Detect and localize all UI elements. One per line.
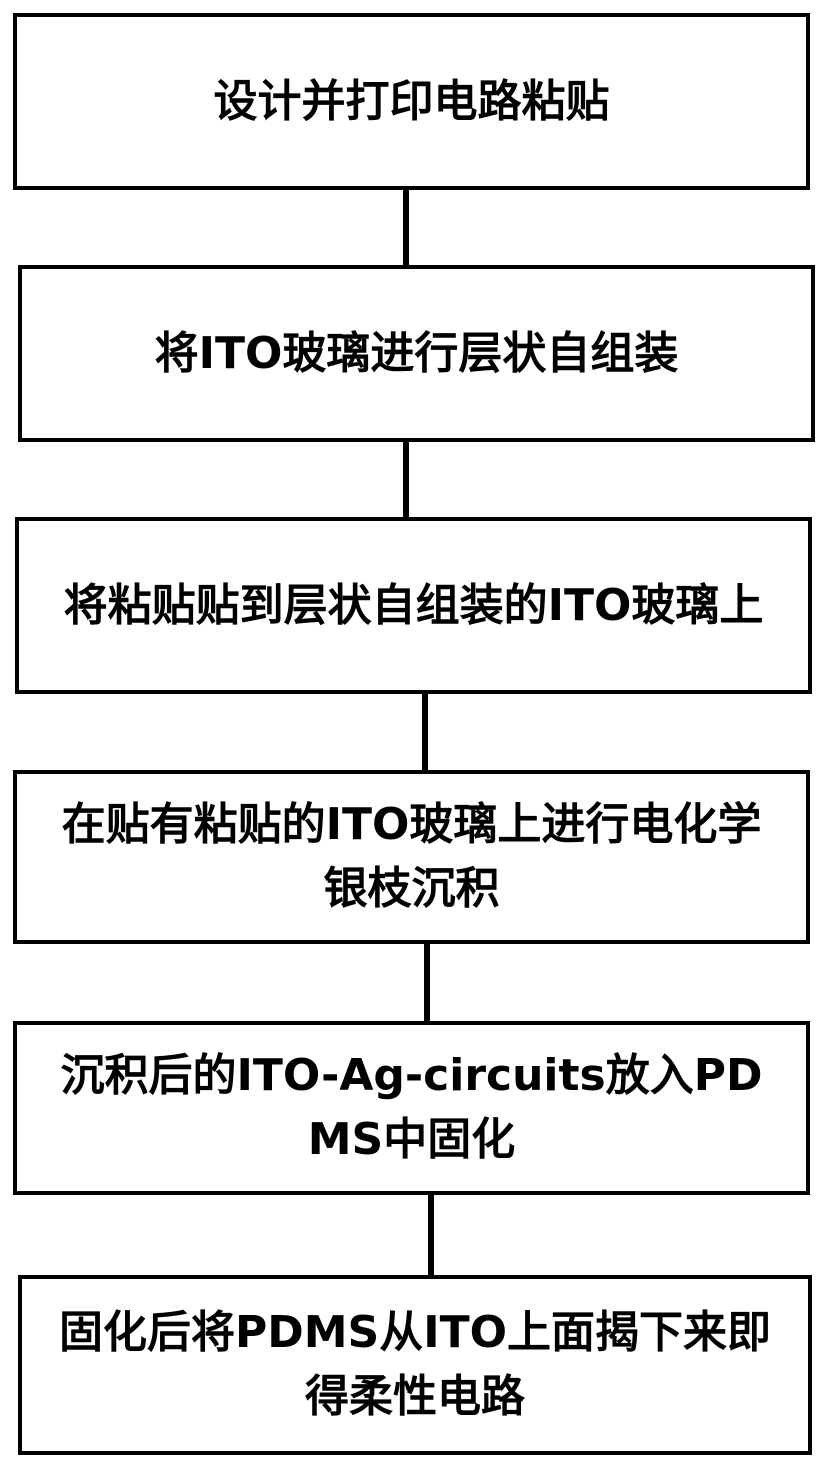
step-1-box: 设计并打印电路粘贴 — [13, 13, 810, 190]
step-2-box: 将ITO玻璃进行层状自组装 — [18, 265, 815, 442]
step-4-box: 在贴有粘贴的ITO玻璃上进行电化学银枝沉积 — [13, 770, 810, 944]
step-5-label: 沉积后的ITO-Ag-circuits放入PDMS中固化 — [60, 1050, 763, 1165]
step-3-label: 将粘贴贴到层状自组装的ITO玻璃上 — [63, 579, 764, 631]
step-4-label: 在贴有粘贴的ITO玻璃上进行电化学银枝沉积 — [61, 799, 762, 914]
step-6-label: 固化后将PDMS从ITO上面揭下来即得柔性电路 — [58, 1307, 772, 1422]
step-2-label: 将ITO玻璃进行层状自组装 — [154, 327, 679, 379]
step-3-box: 将粘贴贴到层状自组装的ITO玻璃上 — [15, 517, 812, 694]
step-5-box: 沉积后的ITO-Ag-circuits放入PDMS中固化 — [13, 1021, 810, 1195]
connector-5-6 — [428, 1195, 434, 1277]
step-1-label: 设计并打印电路粘贴 — [213, 75, 610, 127]
connector-1-2 — [403, 190, 409, 267]
connector-4-5 — [424, 944, 430, 1023]
connector-2-3 — [403, 442, 409, 519]
step-6-box: 固化后将PDMS从ITO上面揭下来即得柔性电路 — [18, 1275, 812, 1455]
connector-3-4 — [422, 694, 428, 772]
